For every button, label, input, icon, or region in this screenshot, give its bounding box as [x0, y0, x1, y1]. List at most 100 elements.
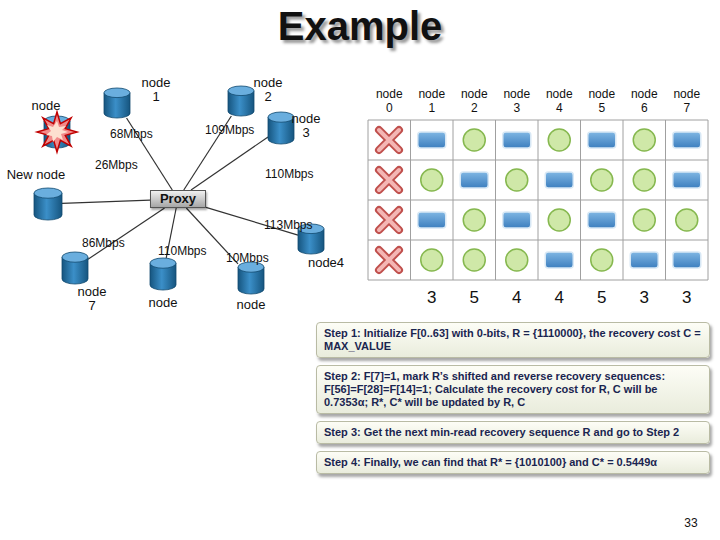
network-link — [88, 208, 165, 259]
count-number: 3 — [672, 288, 702, 308]
storage-cell — [460, 172, 488, 188]
step-box: Step 1: Initialize F[0..63] with 0-bits,… — [316, 322, 710, 358]
bandwidth-label: 10Mbps — [226, 251, 269, 265]
count-number: 5 — [459, 288, 489, 308]
read-cell — [548, 129, 570, 151]
column-header: node 0 — [371, 87, 407, 115]
storage-cell — [588, 212, 616, 228]
cylinder-shape — [228, 86, 254, 116]
grid-cells — [418, 129, 701, 271]
storage-cell — [673, 172, 701, 188]
read-cell — [506, 169, 528, 191]
step-box: Step 2: F[7]=1, mark R’s shifted and rev… — [316, 365, 710, 414]
cylinder-top — [62, 252, 88, 262]
node-label: node — [143, 296, 183, 310]
bandwidth-label: 68Mbps — [110, 127, 153, 141]
storage-node: New node — [34, 188, 62, 220]
bandwidth-label: 110Mbps — [265, 167, 313, 181]
proxy-label: Proxy — [151, 191, 205, 207]
cylinder-top — [34, 188, 62, 198]
storage-cell — [673, 252, 701, 268]
read-cell — [421, 169, 443, 191]
storage-cell — [503, 132, 531, 148]
cylinder-top — [150, 258, 176, 268]
step-box: Step 4: Finally, we can find that R* = {… — [316, 451, 710, 474]
burst-shape — [37, 112, 77, 152]
read-cell — [633, 169, 655, 191]
column-header: node 3 — [499, 87, 535, 115]
node-label: node 1 — [140, 76, 172, 104]
node-label: node 2 — [252, 76, 284, 104]
column-header: node 7 — [669, 87, 705, 115]
step-box: Step 3: Get the next min-read recovery s… — [316, 421, 710, 444]
cylinder-top — [268, 112, 294, 122]
storage-cell — [418, 212, 446, 228]
read-cell — [421, 249, 443, 271]
read-cell — [633, 209, 655, 231]
network-link — [191, 137, 268, 190]
network-link — [62, 200, 150, 203]
cylinder-top — [228, 86, 254, 96]
storage-node: node 2 — [228, 86, 254, 116]
slide-title: Example — [0, 4, 720, 49]
cylinder-shape — [104, 88, 130, 118]
column-header: node 1 — [414, 87, 450, 115]
storage-cell — [545, 172, 573, 188]
storage-cell — [630, 252, 658, 268]
read-cell — [548, 209, 570, 231]
read-cell — [463, 129, 485, 151]
bandwidth-label: 109Mbps — [205, 123, 254, 137]
storage-cell — [503, 212, 531, 228]
bandwidth-label: 113Mbps — [264, 218, 312, 232]
column-header: node 2 — [456, 87, 492, 115]
storage-node: node 7 — [62, 252, 88, 284]
step-text: Step 2: F[7]=1, mark R’s shifted and rev… — [324, 370, 702, 409]
grid-lines — [368, 120, 708, 280]
storage-node: node 1 — [104, 88, 130, 118]
node-label: node 7 — [76, 285, 108, 313]
column-header: node 5 — [584, 87, 620, 115]
storage-node: node — [150, 258, 176, 290]
storage-cell — [545, 252, 573, 268]
bandwidth-label: 110Mbps — [158, 244, 206, 258]
node-label: node4 — [304, 256, 348, 270]
storage-node: node — [44, 116, 70, 148]
read-cell — [676, 209, 698, 231]
bandwidth-label: 26Mbps — [95, 158, 138, 172]
count-number: 4 — [544, 288, 574, 308]
cylinder-shape — [44, 116, 70, 148]
storage-cell — [418, 132, 446, 148]
cylinder-shape — [238, 262, 264, 294]
cylinder-shape — [268, 112, 294, 144]
read-cell — [463, 249, 485, 271]
failed-cross — [379, 130, 399, 270]
bandwidth-label: 86Mbps — [82, 236, 125, 250]
page-number: 33 — [676, 516, 706, 530]
step-text: Step 4: Finally, we can find that R* = {… — [324, 456, 702, 469]
step-text: Step 1: Initialize F[0..63] with 0-bits,… — [324, 327, 702, 353]
storage-node: node — [238, 262, 264, 294]
storage-node: node 3 — [268, 112, 294, 144]
cylinder-top — [104, 88, 130, 98]
cylinder-top — [44, 116, 70, 126]
read-cell — [506, 249, 528, 271]
count-number: 3 — [417, 288, 447, 308]
cylinder-shape — [150, 258, 176, 290]
cylinder-shape — [34, 188, 62, 220]
node-label: node 3 — [290, 112, 322, 140]
column-header: node 4 — [541, 87, 577, 115]
count-number: 3 — [629, 288, 659, 308]
node-label: node — [26, 99, 66, 113]
cylinder-shape — [62, 252, 88, 284]
step-text: Step 3: Get the next min-read recovery s… — [324, 426, 702, 439]
read-cell — [633, 129, 655, 151]
storage-cell — [588, 132, 616, 148]
storage-cell — [673, 132, 701, 148]
node-label: node — [231, 298, 271, 312]
read-cell — [591, 169, 613, 191]
read-cell — [591, 249, 613, 271]
count-number: 4 — [502, 288, 532, 308]
read-cell — [463, 209, 485, 231]
column-header: node 6 — [626, 87, 662, 115]
